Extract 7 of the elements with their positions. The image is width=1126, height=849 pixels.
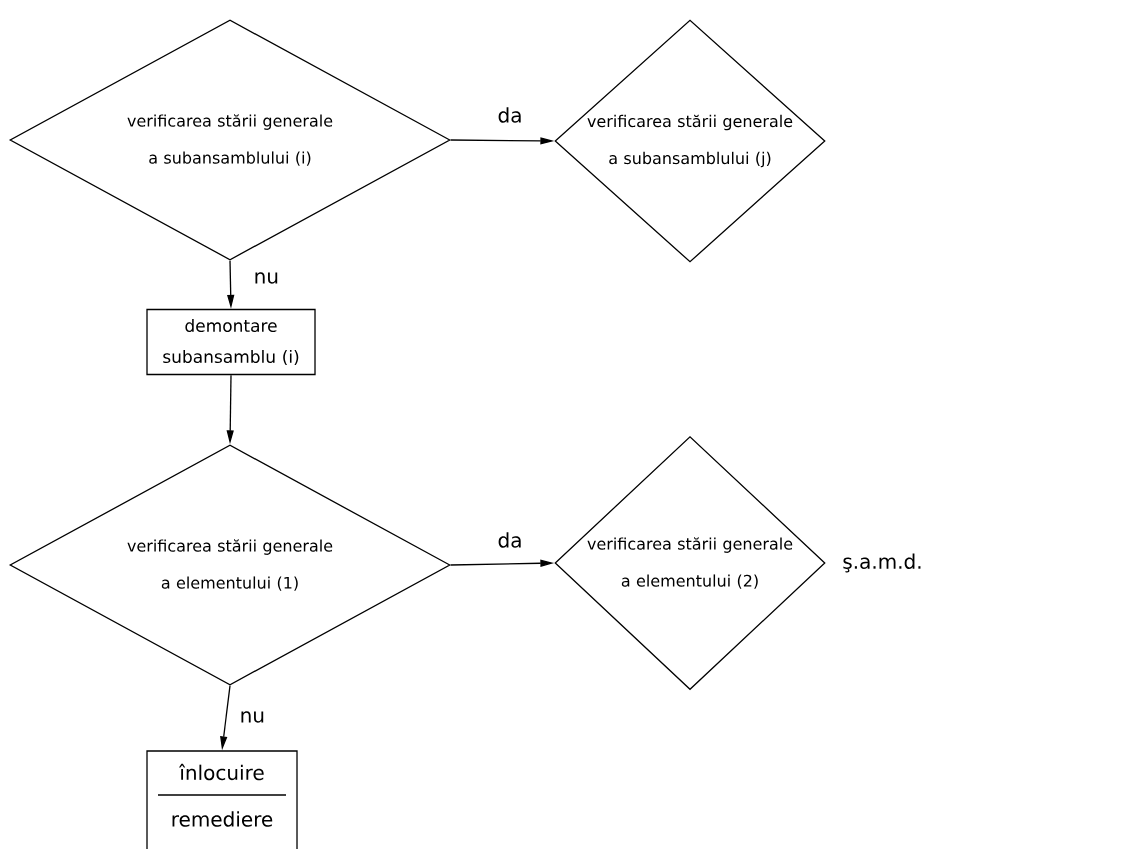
edge-label: nu bbox=[252, 271, 280, 285]
edge-label: da bbox=[496, 106, 524, 124]
edge-label: da bbox=[496, 531, 524, 549]
process-box: înlocuire remediere bbox=[146, 750, 298, 849]
side-note: ş.a.m.d. bbox=[843, 553, 921, 573]
process-box: demontare subansamblu (i) bbox=[146, 308, 316, 376]
edge-label: nu bbox=[238, 710, 266, 724]
